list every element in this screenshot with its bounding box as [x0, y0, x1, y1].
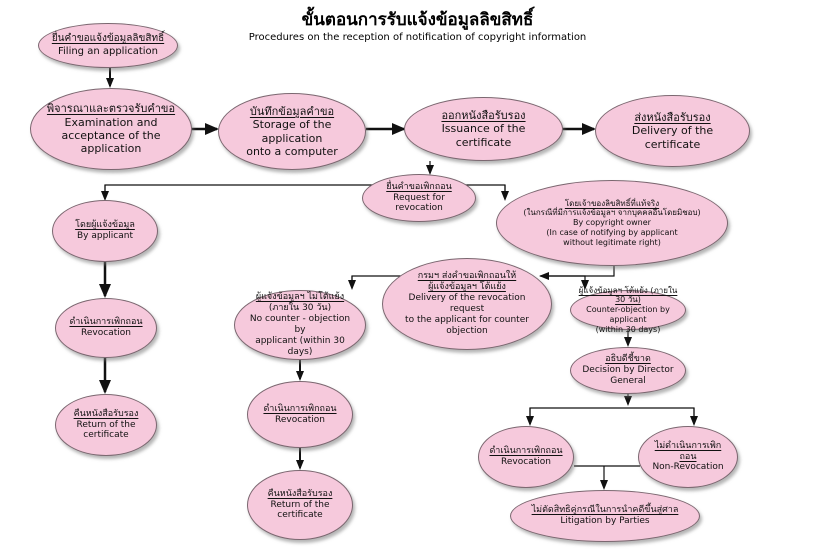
- node-revocation-decision: ดำเนินการเพิกถอน Revocation: [478, 426, 574, 488]
- node-label-thai: ดำเนินการเพิกถอน: [263, 403, 337, 414]
- node-no-counter-objection: ผู้แจ้งข้อมูลฯ ไม่โต้แย้ง (ภายใน 30 วัน)…: [234, 290, 366, 360]
- node-label-english: Storage of the application: [252, 118, 332, 145]
- node-label-english: objection: [446, 325, 488, 336]
- node-label-english: Filing an application: [57, 45, 159, 57]
- node-label-thai: คืนหนังสือรับรอง: [267, 488, 333, 499]
- node-label-english: onto a computer: [246, 144, 338, 158]
- node-label-english: Return of the: [270, 499, 330, 510]
- node-label-english: Non-Revocation: [652, 462, 724, 473]
- node-revocation-request: ยื่นคำขอเพิกถอน Request for revocation: [362, 174, 476, 222]
- node-label-thai: ยื่นคำขอเพิกถอน: [386, 181, 452, 192]
- node-decision-director-general: อธิบดีชี้ขาด Decision by Director Genera…: [570, 347, 686, 394]
- node-label-thai: พิจารณาและตรวจรับคำขอ: [46, 102, 176, 116]
- node-label-english: Delivery of the: [631, 124, 714, 138]
- node-label-english: No counter - objection by: [249, 314, 351, 335]
- node-label-english: Revocation: [275, 414, 325, 425]
- node-label-thai: อธิบดีชี้ขาด: [605, 354, 651, 365]
- node-label-thai: คืนหนังสือรับรอง: [73, 408, 139, 419]
- page-subtitle: Procedures on the reception of notificat…: [248, 32, 587, 43]
- node-label-thai: โดยผู้แจ้งข้อมูล: [75, 220, 135, 231]
- node-storage: บันทึกข้อมูลคำขอ Storage of the applicat…: [218, 93, 366, 170]
- connector-decision-branch: [529, 407, 695, 424]
- node-label-thai: กรมฯ ส่งคำขอเพิกถอนให้: [417, 271, 517, 282]
- node-label-english: By applicant: [77, 231, 133, 241]
- node-label-thai: ผู้แจ้งข้อมูลฯ โต้แย้ง (ภายใน 30 วัน): [578, 285, 678, 305]
- node-label-english: (ในกรณีที่มีการแจ้งข้อมูลฯ จากบุคคลอื่นโ…: [523, 208, 701, 218]
- node-revocation-applicant: ดำเนินการเพิกถอน Revocation: [55, 298, 157, 358]
- node-return-certificate-no-counter: คืนหนังสือรับรอง Return of the certifica…: [247, 470, 353, 540]
- node-label-english: By copyright owner: [573, 218, 651, 228]
- node-label-english: Decision by Director General: [582, 365, 674, 386]
- node-label-english: certificate: [455, 135, 512, 149]
- node-label-thai: ไม่ดำเนินการเพิกถอน: [654, 440, 722, 462]
- node-label-thai: ยื่นคำขอแจ้งข้อมูลลิขสิทธิ์: [51, 33, 165, 45]
- node-label-english: without legitimate right): [563, 237, 661, 247]
- node-label-thai: ผู้แจ้งข้อมูลฯ ไม่โต้แย้ง: [255, 292, 345, 303]
- node-label-thai: ดำเนินการเพิกถอน: [69, 317, 143, 328]
- node-examination: พิจารณาและตรวจรับคำขอ Examination and ac…: [30, 88, 192, 170]
- node-label-english: Return of the: [76, 419, 136, 430]
- node-litigation-by-parties: ไม่ตัดสิทธิคู่กรณีในการนำคดีขึ้นสู่ศาล L…: [510, 490, 700, 542]
- node-label-english: certificate: [83, 430, 129, 441]
- node-label-english: Issuance of the: [441, 122, 526, 136]
- node-label-english: ผู้แจ้งข้อมูลฯ โต้แย้ง: [428, 282, 506, 293]
- node-label-english: Litigation by Parties: [560, 516, 650, 526]
- arrow-to-counter: [540, 275, 589, 290]
- node-label-thai: โดยเจ้าของลิขสิทธิ์ที่แท้จริง: [564, 198, 660, 208]
- node-label-english: (ภายใน 30 วัน): [268, 303, 332, 314]
- node-label-english: (within 30 days): [595, 324, 661, 334]
- node-non-revocation: ไม่ดำเนินการเพิกถอน Non-Revocation: [638, 426, 738, 488]
- node-label-english: (In case of notifying by applicant: [546, 227, 678, 237]
- node-return-certificate-applicant: คืนหนังสือรับรอง Return of the certifica…: [55, 394, 157, 456]
- node-delivery-revocation-request: กรมฯ ส่งคำขอเพิกถอนให้ ผู้แจ้งข้อมูลฯ โต…: [382, 258, 552, 350]
- node-label-english: certificate: [644, 137, 701, 151]
- node-label-thai: บันทึกข้อมูลคำขอ: [249, 104, 335, 118]
- node-label-thai: ส่งหนังสือรับรอง: [634, 110, 711, 124]
- node-by-applicant: โดยผู้แจ้งข้อมูล By applicant: [52, 200, 158, 262]
- node-label-english: to the applicant for counter: [405, 314, 529, 325]
- node-delivery: ส่งหนังสือรับรอง Delivery of the certifi…: [595, 95, 750, 167]
- node-label-english: acceptance of the: [61, 129, 161, 142]
- page-title: ขั้นตอนการรับแจ้งข้อมูลลิขสิทธิ์: [301, 10, 534, 30]
- node-label-english: application: [80, 142, 142, 156]
- node-counter-objection: ผู้แจ้งข้อมูลฯ โต้แย้ง (ภายใน 30 วัน) Co…: [570, 286, 686, 334]
- node-label-english: Request for revocation: [393, 192, 445, 214]
- node-label-thai: ไม่ตัดสิทธิคู่กรณีในการนำคดีขึ้นสู่ศาล: [531, 505, 679, 516]
- node-label-thai: ดำเนินการเพิกถอน: [489, 446, 563, 457]
- node-label-thai: ออกหนังสือรับรอง: [441, 108, 526, 122]
- node-label-english: applicant (within 30 days): [255, 335, 345, 357]
- node-by-copyright-owner: โดยเจ้าของลิขสิทธิ์ที่แท้จริง (ในกรณีที่…: [496, 180, 728, 266]
- node-label-english: certificate: [277, 510, 323, 521]
- node-label-english: Revocation: [81, 328, 131, 338]
- node-issuance: ออกหนังสือรับรอง Issuance of the certifi…: [404, 97, 563, 161]
- node-revocation-no-counter: ดำเนินการเพิกถอน Revocation: [247, 381, 353, 448]
- arrow-owner-to-delivery-request: [539, 266, 615, 280]
- node-label-english: Delivery of the revocation request: [408, 293, 526, 314]
- node-filing-application: ยื่นคำขอแจ้งข้อมูลลิขสิทธิ์ Filing an ap…: [38, 23, 178, 68]
- node-label-english: Revocation: [501, 457, 551, 467]
- node-label-english: Examination and: [64, 115, 158, 129]
- node-label-english: Counter-objection by applicant: [586, 305, 670, 324]
